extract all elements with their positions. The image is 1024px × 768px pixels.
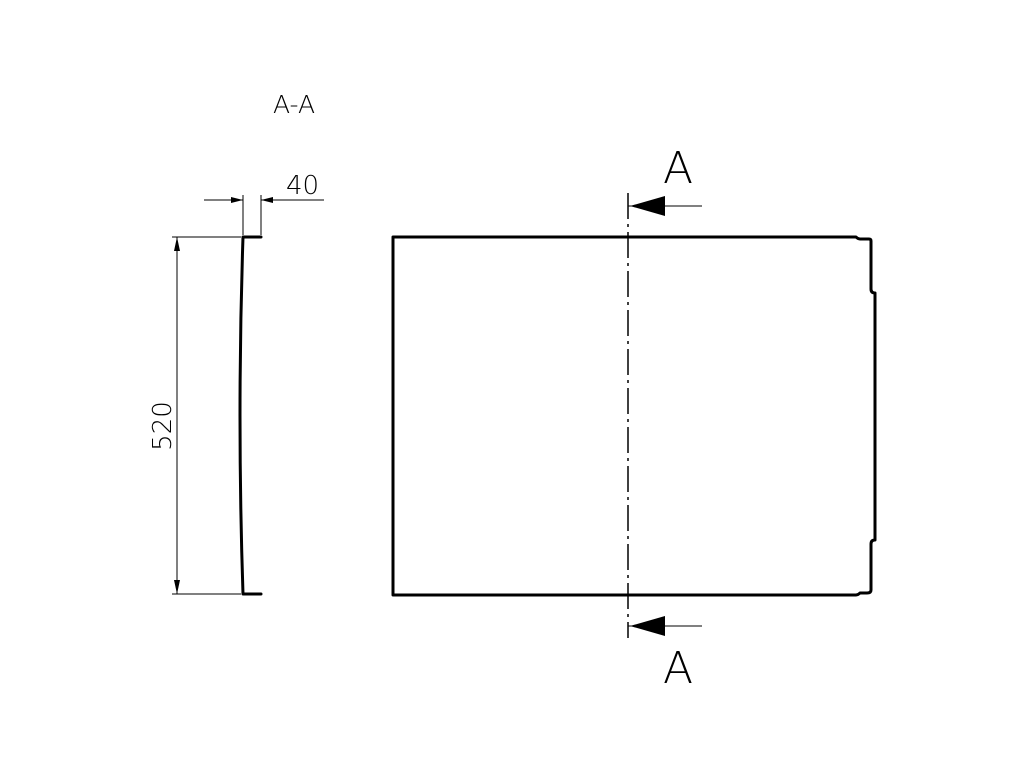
- section-letter-bottom: A: [663, 643, 693, 694]
- height-dimension: 520: [148, 236, 241, 595]
- dimension-arrow-right: [261, 197, 273, 203]
- panel-outline: [391, 235, 877, 597]
- thickness-dimension-label: 40: [286, 171, 319, 201]
- thickness-dimension: 40: [204, 171, 324, 235]
- section-arrow-head-bottom: [630, 616, 665, 636]
- dimension-arrow-bottom: [174, 580, 180, 594]
- section-arrow-head-top: [630, 196, 665, 216]
- section-marker-bottom: A: [628, 616, 702, 694]
- dimension-arrow-left: [231, 197, 243, 203]
- section-marker-top: A: [628, 143, 702, 216]
- section-letter-top: A: [663, 143, 693, 194]
- section-view-title: A-A: [273, 90, 315, 119]
- section-profile: [238, 235, 263, 596]
- height-dimension-label: 520: [148, 401, 178, 451]
- front-view: A A: [391, 143, 877, 694]
- dimension-arrow-top: [174, 237, 180, 251]
- section-view-a-a: A-A 40 520: [148, 90, 324, 596]
